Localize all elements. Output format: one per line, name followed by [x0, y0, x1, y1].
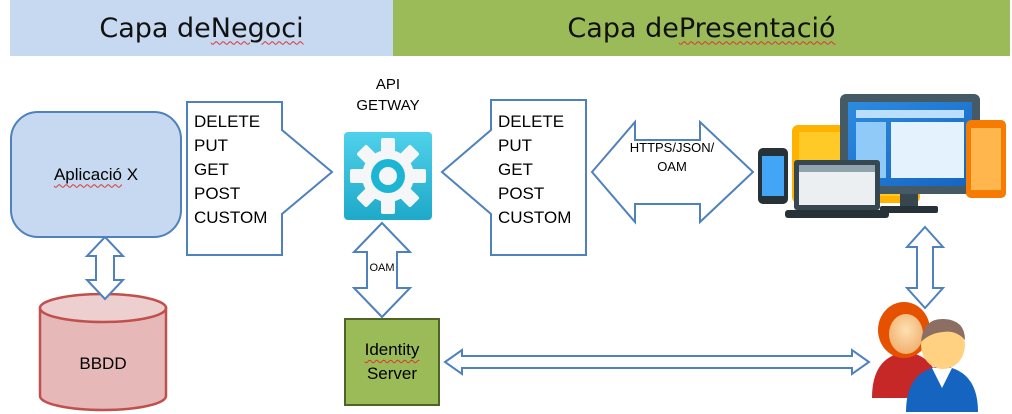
- method-item: GET: [194, 160, 229, 179]
- presentation-layer-prefix: Capa de: [567, 12, 679, 44]
- presentation-layer-word: Presentació: [678, 12, 836, 44]
- gateway-label-line2: GETWAY: [356, 97, 420, 114]
- https-arrow: [590, 119, 755, 225]
- method-item: DELETE: [498, 112, 565, 131]
- application-label: Aplicació X: [54, 165, 138, 185]
- identity-server-line1: Identity: [364, 340, 420, 359]
- business-layer-prefix: Capa de: [99, 12, 211, 44]
- application-node: Aplicació X: [10, 111, 182, 238]
- application-label-word: Aplicació: [53, 164, 122, 184]
- https-label: HTTPS/JSON/ OAM: [612, 138, 732, 176]
- users-icon: [872, 302, 978, 412]
- left-methods-arrow: [186, 101, 334, 256]
- method-item: POST: [194, 184, 241, 203]
- devices-icon: [758, 94, 1006, 218]
- method-item: CUSTOM: [194, 208, 268, 227]
- method-item: CUSTOM: [498, 208, 572, 227]
- https-label-line2: OAM: [657, 159, 687, 174]
- oam-label: OAM: [369, 262, 395, 274]
- method-item: DELETE: [194, 112, 261, 131]
- application-label-suffix: X: [121, 164, 139, 184]
- database-label: BBDD: [79, 354, 127, 373]
- oam-arrow: [351, 221, 413, 319]
- app-db-arrow: [84, 235, 126, 301]
- database-cylinder: [38, 292, 168, 412]
- left-methods-list: DELETE PUT GET POST CUSTOM: [194, 110, 267, 230]
- gateway-label: API GETWAY: [340, 74, 436, 116]
- right-methods-arrow: [440, 99, 587, 256]
- gateway-label-line1: API: [375, 76, 401, 93]
- business-layer-header: Capa de Negoci: [10, 0, 393, 56]
- identity-users-arrow: [443, 348, 871, 376]
- right-methods-list: DELETE PUT GET POST CUSTOM: [498, 110, 571, 230]
- identity-server-line2: Server: [366, 364, 418, 383]
- presentation-layer-header: Capa de Presentació: [393, 0, 1010, 56]
- identity-server-node: Identity Server: [344, 318, 440, 406]
- https-label-line1: HTTPS/JSON/: [629, 140, 715, 155]
- method-item: POST: [498, 184, 545, 203]
- devices-users-arrow: [904, 225, 946, 310]
- method-item: PUT: [498, 136, 532, 155]
- method-item: PUT: [194, 136, 228, 155]
- business-layer-word: Negoci: [210, 12, 304, 44]
- method-item: GET: [498, 160, 533, 179]
- gear-icon: [344, 132, 432, 220]
